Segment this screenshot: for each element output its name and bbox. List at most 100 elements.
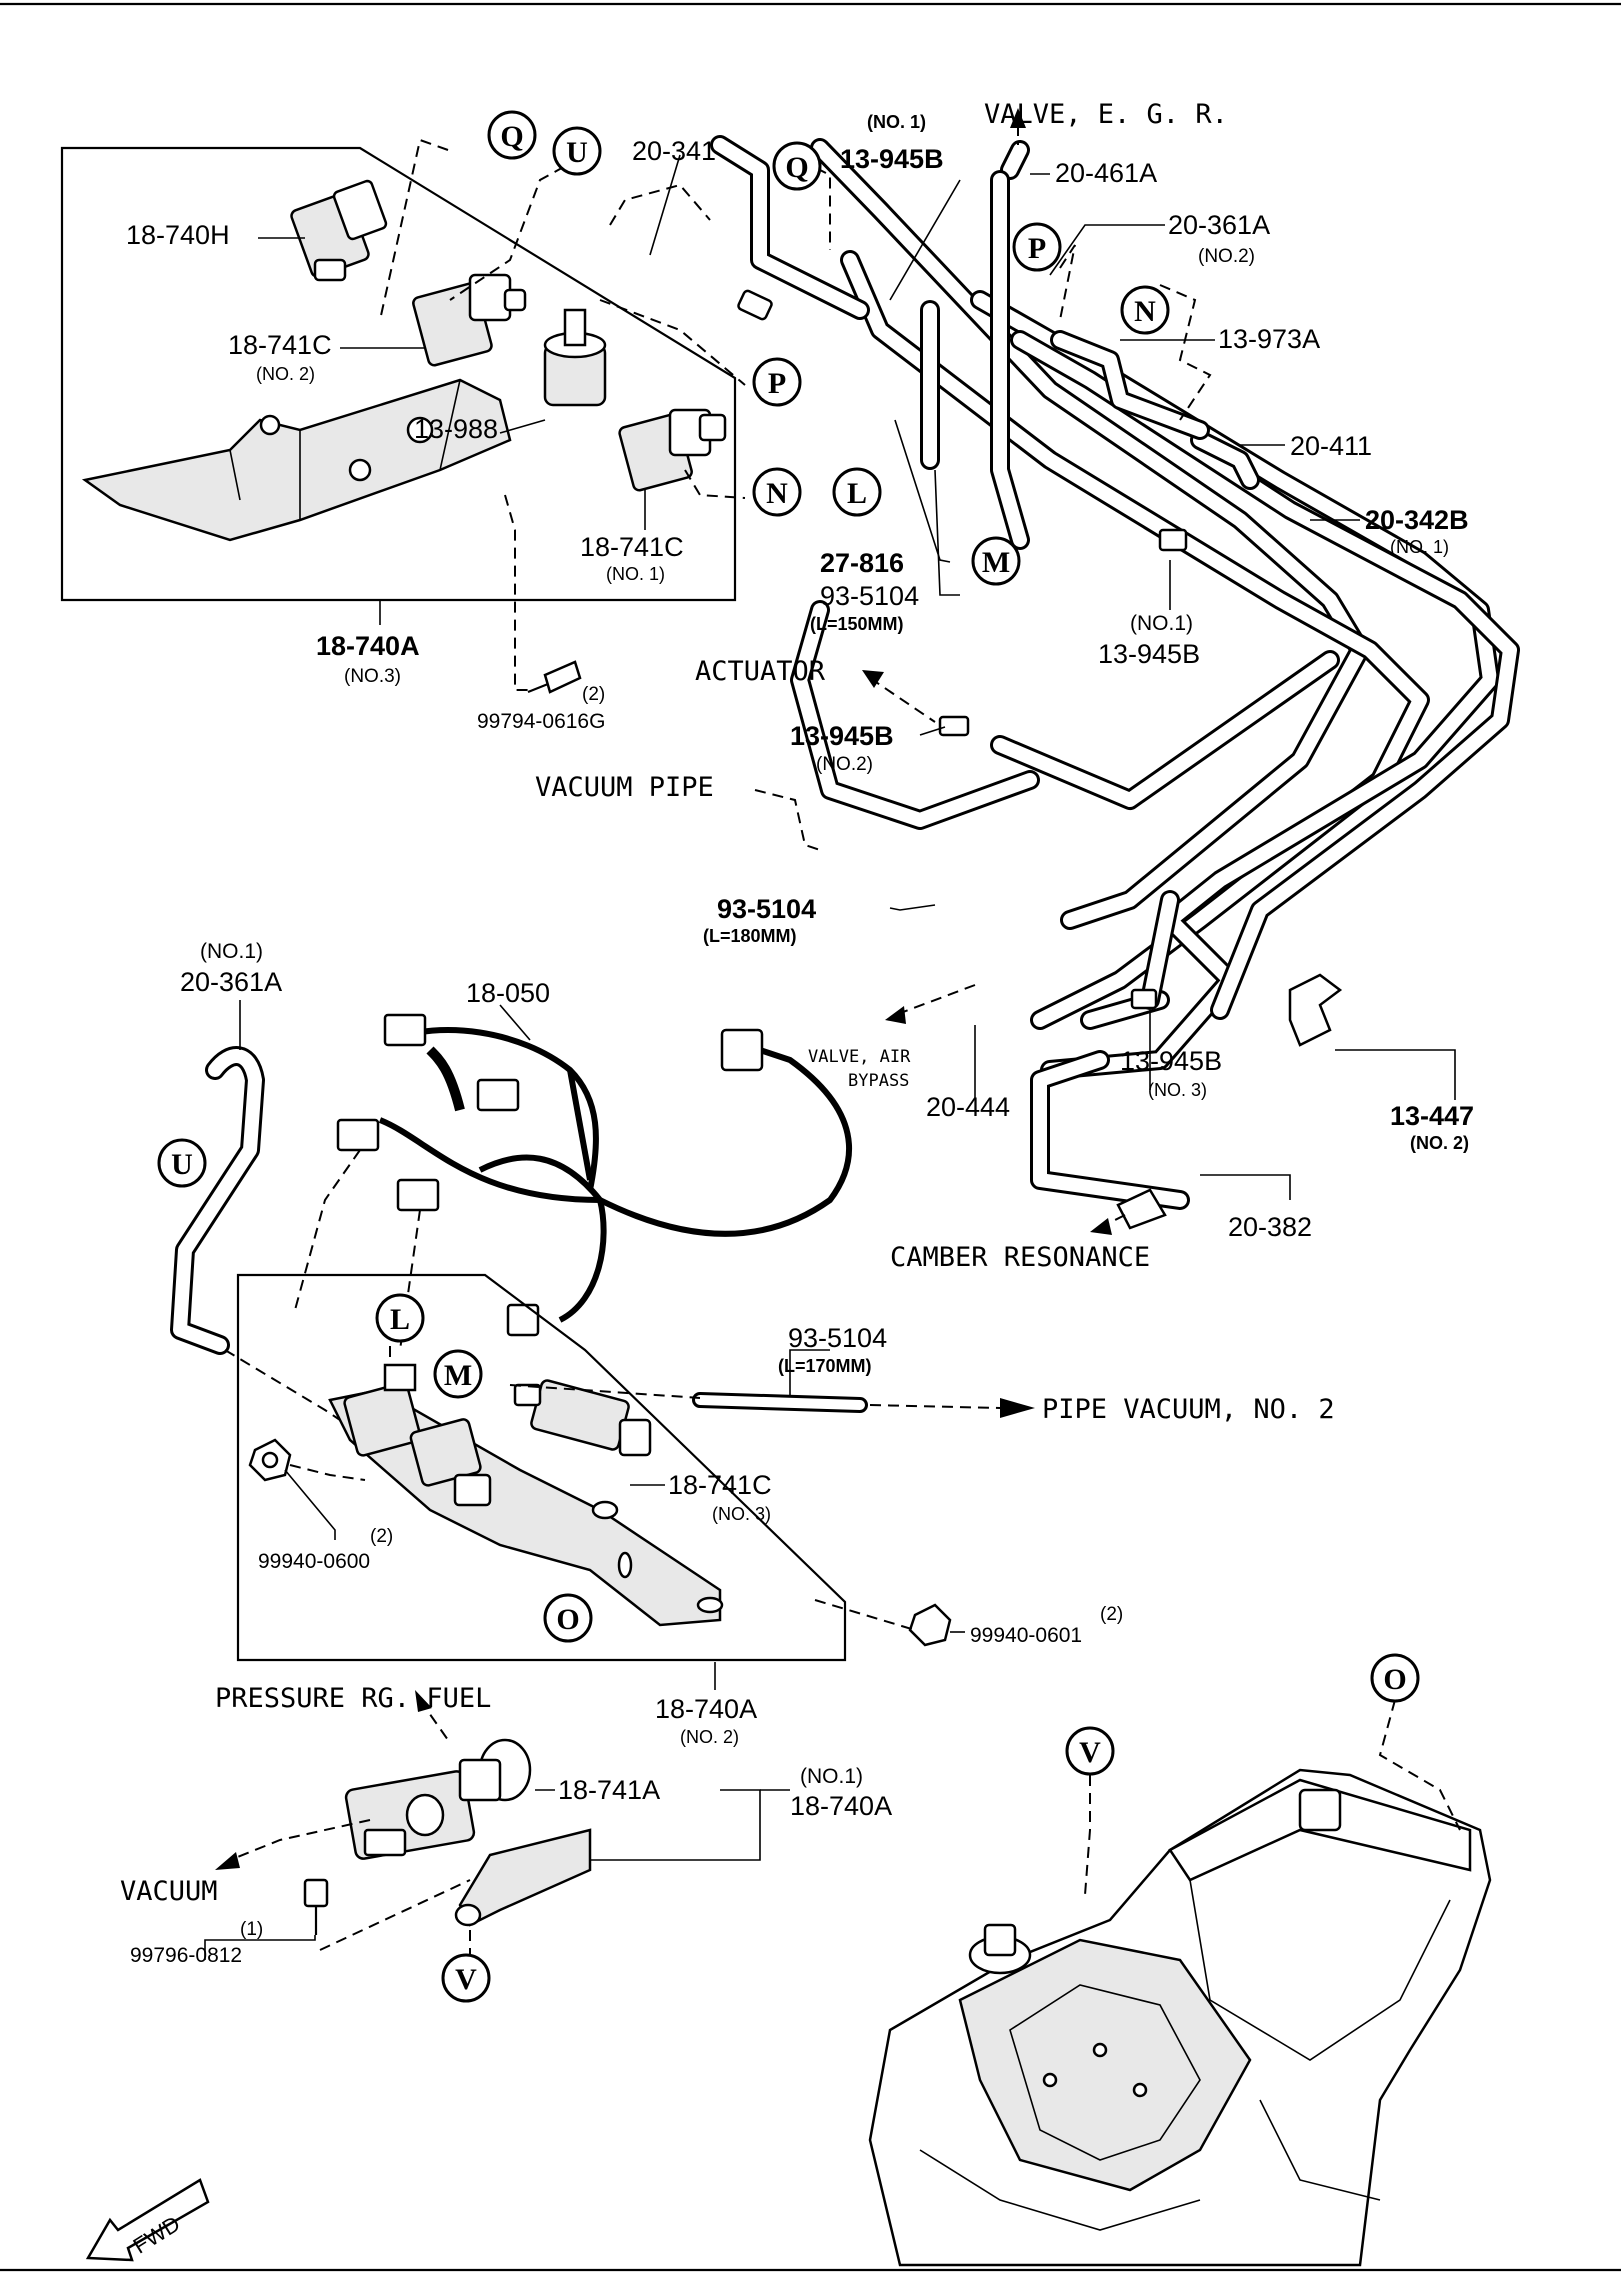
label-93-5104-b: 93-5104 [717, 894, 816, 924]
arrow-actuator [869, 677, 936, 723]
label-18-741c-no2-note: (NO. 2) [256, 364, 315, 384]
svg-text:U: U [171, 1148, 193, 1181]
solenoid-18-741a [344, 1738, 532, 1860]
vacuum-pipe-bundle [710, 135, 1520, 1210]
leader-93-5104-c [789, 1349, 830, 1395]
ref-circle-n1: N [1120, 285, 1170, 335]
label-20-461a: 20-461A [1055, 158, 1157, 188]
label-valve-egr: VALVE, E. G. R. [984, 99, 1228, 130]
label-18-740a-no1-note: (NO.1) [800, 1765, 863, 1788]
label-13-945b-no1-note: (NO. 1) [867, 112, 926, 132]
arrow-head-pressure [415, 1690, 432, 1712]
label-93-5104-c-len: (L=170MM) [778, 1356, 872, 1376]
svg-text:O: O [1383, 1663, 1406, 1696]
label-13-988: 13-988 [414, 414, 498, 444]
bracket-hole-a [406, 416, 434, 444]
label-20-444: 20-444 [926, 1092, 1010, 1122]
label-18-740a-no1: 18-740A [790, 1791, 892, 1821]
bracket-box-no2 [236, 1273, 847, 1662]
label-20-411: 20-411 [1290, 431, 1372, 461]
leader-13-988 [499, 419, 546, 434]
leader-93-5104-b [889, 904, 936, 911]
label-valve-air-bypass-1: VALVE, AIR [808, 1047, 911, 1067]
arrow-head-valve-egr [1010, 108, 1026, 128]
ref-circle-u2: U [157, 1138, 207, 1188]
fwd-arrow [85, 2178, 210, 2262]
leader-20-361a-no2 [1049, 224, 1165, 276]
bracket-no2-hole-c [696, 1596, 724, 1614]
arrow-head-actuator [862, 670, 884, 688]
label-93-5104-b-len: (L=180MM) [703, 926, 797, 946]
label-99796-0812: 99796-0812 [130, 1944, 242, 1967]
solenoid-18-741c-no3 [513, 1379, 652, 1457]
svg-text:N: N [1134, 295, 1156, 328]
dash-link-q1 [379, 138, 449, 321]
label-27-816: 27-816 [820, 548, 904, 578]
svg-text:L: L [390, 1303, 410, 1336]
leader-13-945b-no1 [889, 179, 961, 301]
label-20-341: 20-341 [632, 136, 716, 166]
svg-text:M: M [982, 546, 1010, 579]
arrow-head-vacuum [215, 1852, 240, 1870]
leader-20-341 [649, 154, 681, 256]
svg-text:N: N [766, 477, 788, 510]
leader-20-382 [1200, 1174, 1291, 1200]
connector-13-945b-no3 [1130, 988, 1158, 1010]
dash-link-n2 [684, 469, 746, 499]
svg-text:Q: Q [785, 151, 808, 184]
ref-circle-o1: O [543, 1593, 593, 1643]
label-93-5104-a-len: (L=150MM) [810, 614, 904, 634]
dash-to-pipe-170 [509, 1384, 701, 1399]
label-18-741a: 18-741A [558, 1775, 660, 1805]
label-13-447-note: (NO. 2) [1410, 1133, 1469, 1153]
label-13-447: 13-447 [1390, 1101, 1474, 1131]
bracket-no2-hole-a [591, 1500, 619, 1520]
label-18-741c-no2: 18-741C [228, 330, 332, 360]
label-13-973a: 13-973A [1218, 324, 1320, 354]
dash-link-upper [609, 183, 711, 226]
label-99940-0601-qty: (2) [1100, 1604, 1123, 1625]
bolt-99794-0616g [527, 660, 582, 694]
label-18-741c-no3-note: (NO. 3) [712, 1504, 771, 1524]
valve-13-988 [543, 308, 607, 407]
ref-circle-l1: L [832, 467, 882, 517]
pipe-93-5104-l170 [692, 1392, 868, 1413]
label-93-5104-a: 93-5104 [820, 581, 919, 611]
arrow-head-valve-air-bypass [885, 1006, 906, 1024]
label-18-050: 18-050 [466, 978, 550, 1008]
bracket-box-no3 [60, 146, 737, 602]
label-13-945b-no1: 13-945B [840, 144, 944, 174]
arrow-head-camber [1090, 1218, 1112, 1235]
clip-13-447 [1288, 973, 1343, 1047]
svg-text:L: L [847, 477, 867, 510]
label-99794-qty: (2) [582, 684, 605, 705]
label-13-945b-no1b-note: (NO.1) [1130, 612, 1193, 635]
solenoid-18-741c-no2 [412, 273, 527, 367]
label-vacuum: VACUUM [120, 1876, 218, 1907]
svg-text:V: V [1079, 1736, 1101, 1769]
label-valve-air-bypass-2: BYPASS [848, 1071, 909, 1091]
svg-text:P: P [768, 367, 786, 400]
dash-link-v2 [1084, 1775, 1091, 1896]
ref-circle-m1: M [971, 536, 1021, 586]
label-vacuum-pipe: VACUUM PIPE [535, 772, 714, 803]
label-18-741c-no1-note: (NO. 1) [606, 564, 665, 584]
label-actuator: ACTUATOR [695, 656, 826, 687]
ref-circle-v2: V [1065, 1726, 1115, 1776]
ref-circle-p2: P [752, 357, 802, 407]
svg-text:O: O [556, 1603, 579, 1636]
arrow-valve-air-bypass [894, 984, 976, 1016]
label-18-741c-no1: 18-741C [580, 532, 684, 562]
label-99940-0600: 99940-0600 [258, 1550, 370, 1573]
ref-circle-p1: P [1012, 222, 1062, 272]
svg-text:V: V [455, 1963, 477, 1996]
label-93-5104-c: 93-5104 [788, 1323, 887, 1353]
arrow-vacuum [229, 1819, 371, 1861]
ref-circle-l2: L [375, 1293, 425, 1343]
connector-13-945b-no1-b [1158, 528, 1188, 552]
solenoid-18-740h [290, 179, 388, 282]
dash-nut-0600 [289, 1464, 366, 1481]
label-camber-resonance: CAMBER RESONANCE [890, 1242, 1150, 1273]
arrow-head-pipe-vacuum [1000, 1398, 1035, 1418]
connector-13-945b-no1 [737, 289, 773, 321]
